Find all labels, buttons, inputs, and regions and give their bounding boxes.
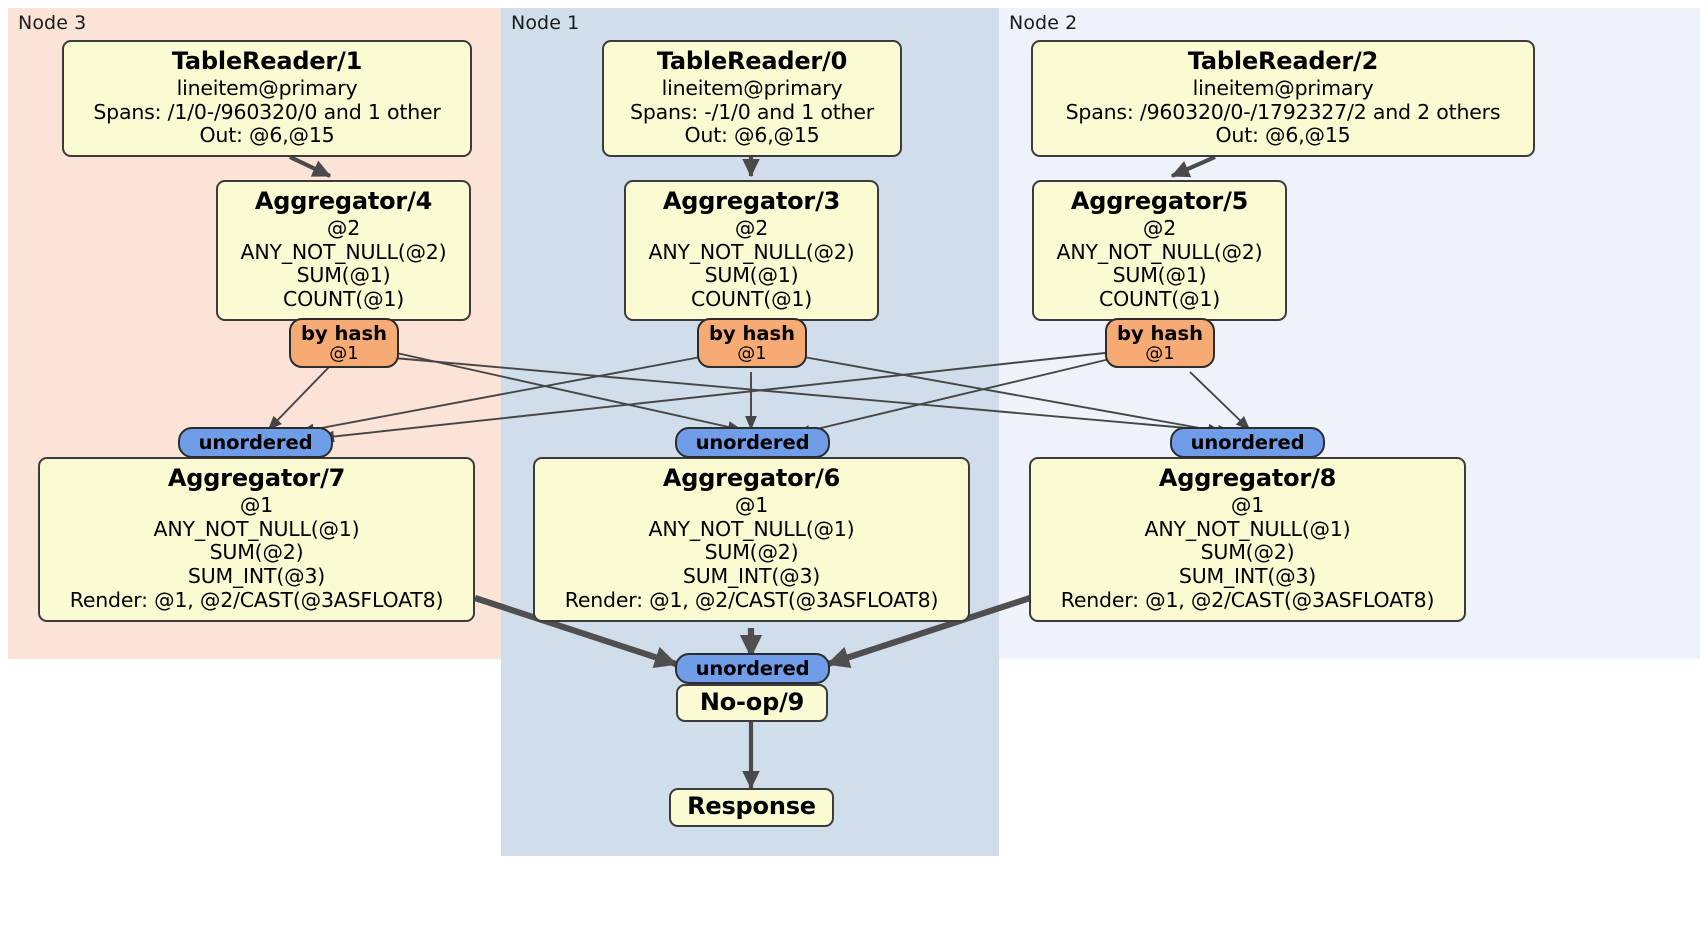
- processor-line: Spans: /1/0-/960320/0 and 1 other: [93, 99, 441, 124]
- processor-line: lineitem@primary: [176, 75, 358, 100]
- hash-router-column: @1: [1145, 343, 1175, 365]
- processor-title: Aggregator/6: [662, 464, 841, 492]
- synchronizer-center[interactable]: unordered: [675, 427, 830, 458]
- processor-line: SUM(@2): [209, 540, 304, 565]
- processor-line: Spans: /960320/0-/1792327/2 and 2 others: [1065, 99, 1501, 124]
- processor-line: @1: [1230, 492, 1265, 517]
- processor-title: TableReader/2: [1187, 47, 1379, 75]
- processor-line: SUM(@1): [704, 263, 799, 288]
- processor-line: SUM(@2): [1200, 540, 1295, 565]
- synchronizer-left[interactable]: unordered: [178, 427, 333, 458]
- processor-title: Aggregator/4: [254, 187, 433, 215]
- hash-router-label: by hash: [709, 322, 795, 345]
- processor-line: Out: @6,@15: [684, 123, 820, 148]
- hash-router-right[interactable]: by hash @1: [1105, 318, 1215, 368]
- node-label-node2: Node 2: [1009, 12, 1078, 34]
- processor-line: Out: @6,@15: [199, 123, 335, 148]
- processor-line: COUNT(@1): [690, 287, 813, 312]
- synchronizer-right[interactable]: unordered: [1170, 427, 1325, 458]
- processor-line: @2: [734, 215, 769, 240]
- processor-line: ANY_NOT_NULL(@1): [153, 516, 360, 541]
- processor-line: lineitem@primary: [661, 75, 843, 100]
- synchronizer-label: unordered: [198, 431, 313, 454]
- node-label-node1: Node 1: [511, 12, 580, 34]
- processor-title: Aggregator/5: [1070, 187, 1249, 215]
- processor-line: ANY_NOT_NULL(@2): [648, 239, 855, 264]
- processor-noop-9[interactable]: No-op/9: [676, 684, 828, 722]
- processor-line: lineitem@primary: [1192, 75, 1374, 100]
- processor-table-reader-2[interactable]: TableReader/2 lineitem@primary Spans: /9…: [1031, 40, 1535, 158]
- processor-line: SUM(@1): [296, 263, 391, 288]
- processor-line: COUNT(@1): [1098, 287, 1221, 312]
- synchronizer-label: unordered: [1190, 431, 1305, 454]
- processor-title: Aggregator/8: [1158, 464, 1337, 492]
- processor-line: Render: @1, @2/CAST(@3ASFLOAT8): [69, 587, 444, 612]
- processor-response[interactable]: Response: [669, 788, 834, 827]
- processor-line: SUM_INT(@3): [1178, 564, 1317, 589]
- processor-title: Aggregator/7: [167, 464, 346, 492]
- hash-router-label: by hash: [1117, 322, 1203, 345]
- synchronizer-label: unordered: [695, 431, 810, 454]
- hash-router-left[interactable]: by hash @1: [289, 318, 399, 368]
- processor-line: Render: @1, @2/CAST(@3ASFLOAT8): [1060, 587, 1435, 612]
- processor-line: Out: @6,@15: [1215, 123, 1351, 148]
- processor-line: SUM(@1): [1112, 263, 1207, 288]
- processor-title: Response: [687, 792, 816, 821]
- processor-line: SUM_INT(@3): [682, 564, 821, 589]
- hash-router-label: by hash: [301, 322, 387, 345]
- processor-table-reader-1[interactable]: TableReader/1 lineitem@primary Spans: /1…: [62, 40, 472, 158]
- processor-line: @1: [239, 492, 274, 517]
- processor-title: TableReader/1: [171, 47, 363, 75]
- processor-line: SUM(@2): [704, 540, 799, 565]
- processor-aggregator-7[interactable]: Aggregator/7 @1 ANY_NOT_NULL(@1) SUM(@2)…: [38, 457, 475, 622]
- processor-line: ANY_NOT_NULL(@1): [1144, 516, 1351, 541]
- processor-line: SUM_INT(@3): [187, 564, 326, 589]
- hash-router-column: @1: [737, 343, 767, 365]
- processor-line: Render: @1, @2/CAST(@3ASFLOAT8): [564, 587, 939, 612]
- processor-title: No-op/9: [699, 687, 805, 716]
- processor-line: @2: [1142, 215, 1177, 240]
- node-label-node3: Node 3: [18, 12, 87, 34]
- processor-title: TableReader/0: [656, 47, 848, 75]
- processor-line: COUNT(@1): [282, 287, 405, 312]
- processor-aggregator-5[interactable]: Aggregator/5 @2 ANY_NOT_NULL(@2) SUM(@1)…: [1032, 180, 1287, 321]
- processor-aggregator-4[interactable]: Aggregator/4 @2 ANY_NOT_NULL(@2) SUM(@1)…: [216, 180, 471, 321]
- processor-title: Aggregator/3: [662, 187, 841, 215]
- synchronizer-label: unordered: [695, 657, 810, 680]
- processor-line: @2: [326, 215, 361, 240]
- processor-table-reader-0[interactable]: TableReader/0 lineitem@primary Spans: -/…: [602, 40, 902, 158]
- processor-line: ANY_NOT_NULL(@2): [1056, 239, 1263, 264]
- processor-line: Spans: -/1/0 and 1 other: [630, 99, 874, 124]
- processor-line: ANY_NOT_NULL(@2): [240, 239, 447, 264]
- processor-aggregator-6[interactable]: Aggregator/6 @1 ANY_NOT_NULL(@1) SUM(@2)…: [533, 457, 970, 622]
- hash-router-center[interactable]: by hash @1: [697, 318, 807, 368]
- processor-aggregator-8[interactable]: Aggregator/8 @1 ANY_NOT_NULL(@1) SUM(@2)…: [1029, 457, 1466, 622]
- processor-line: ANY_NOT_NULL(@1): [648, 516, 855, 541]
- processor-aggregator-3[interactable]: Aggregator/3 @2 ANY_NOT_NULL(@2) SUM(@1)…: [624, 180, 879, 321]
- processor-line: @1: [734, 492, 769, 517]
- hash-router-column: @1: [329, 343, 359, 365]
- synchronizer-final[interactable]: unordered: [675, 653, 830, 684]
